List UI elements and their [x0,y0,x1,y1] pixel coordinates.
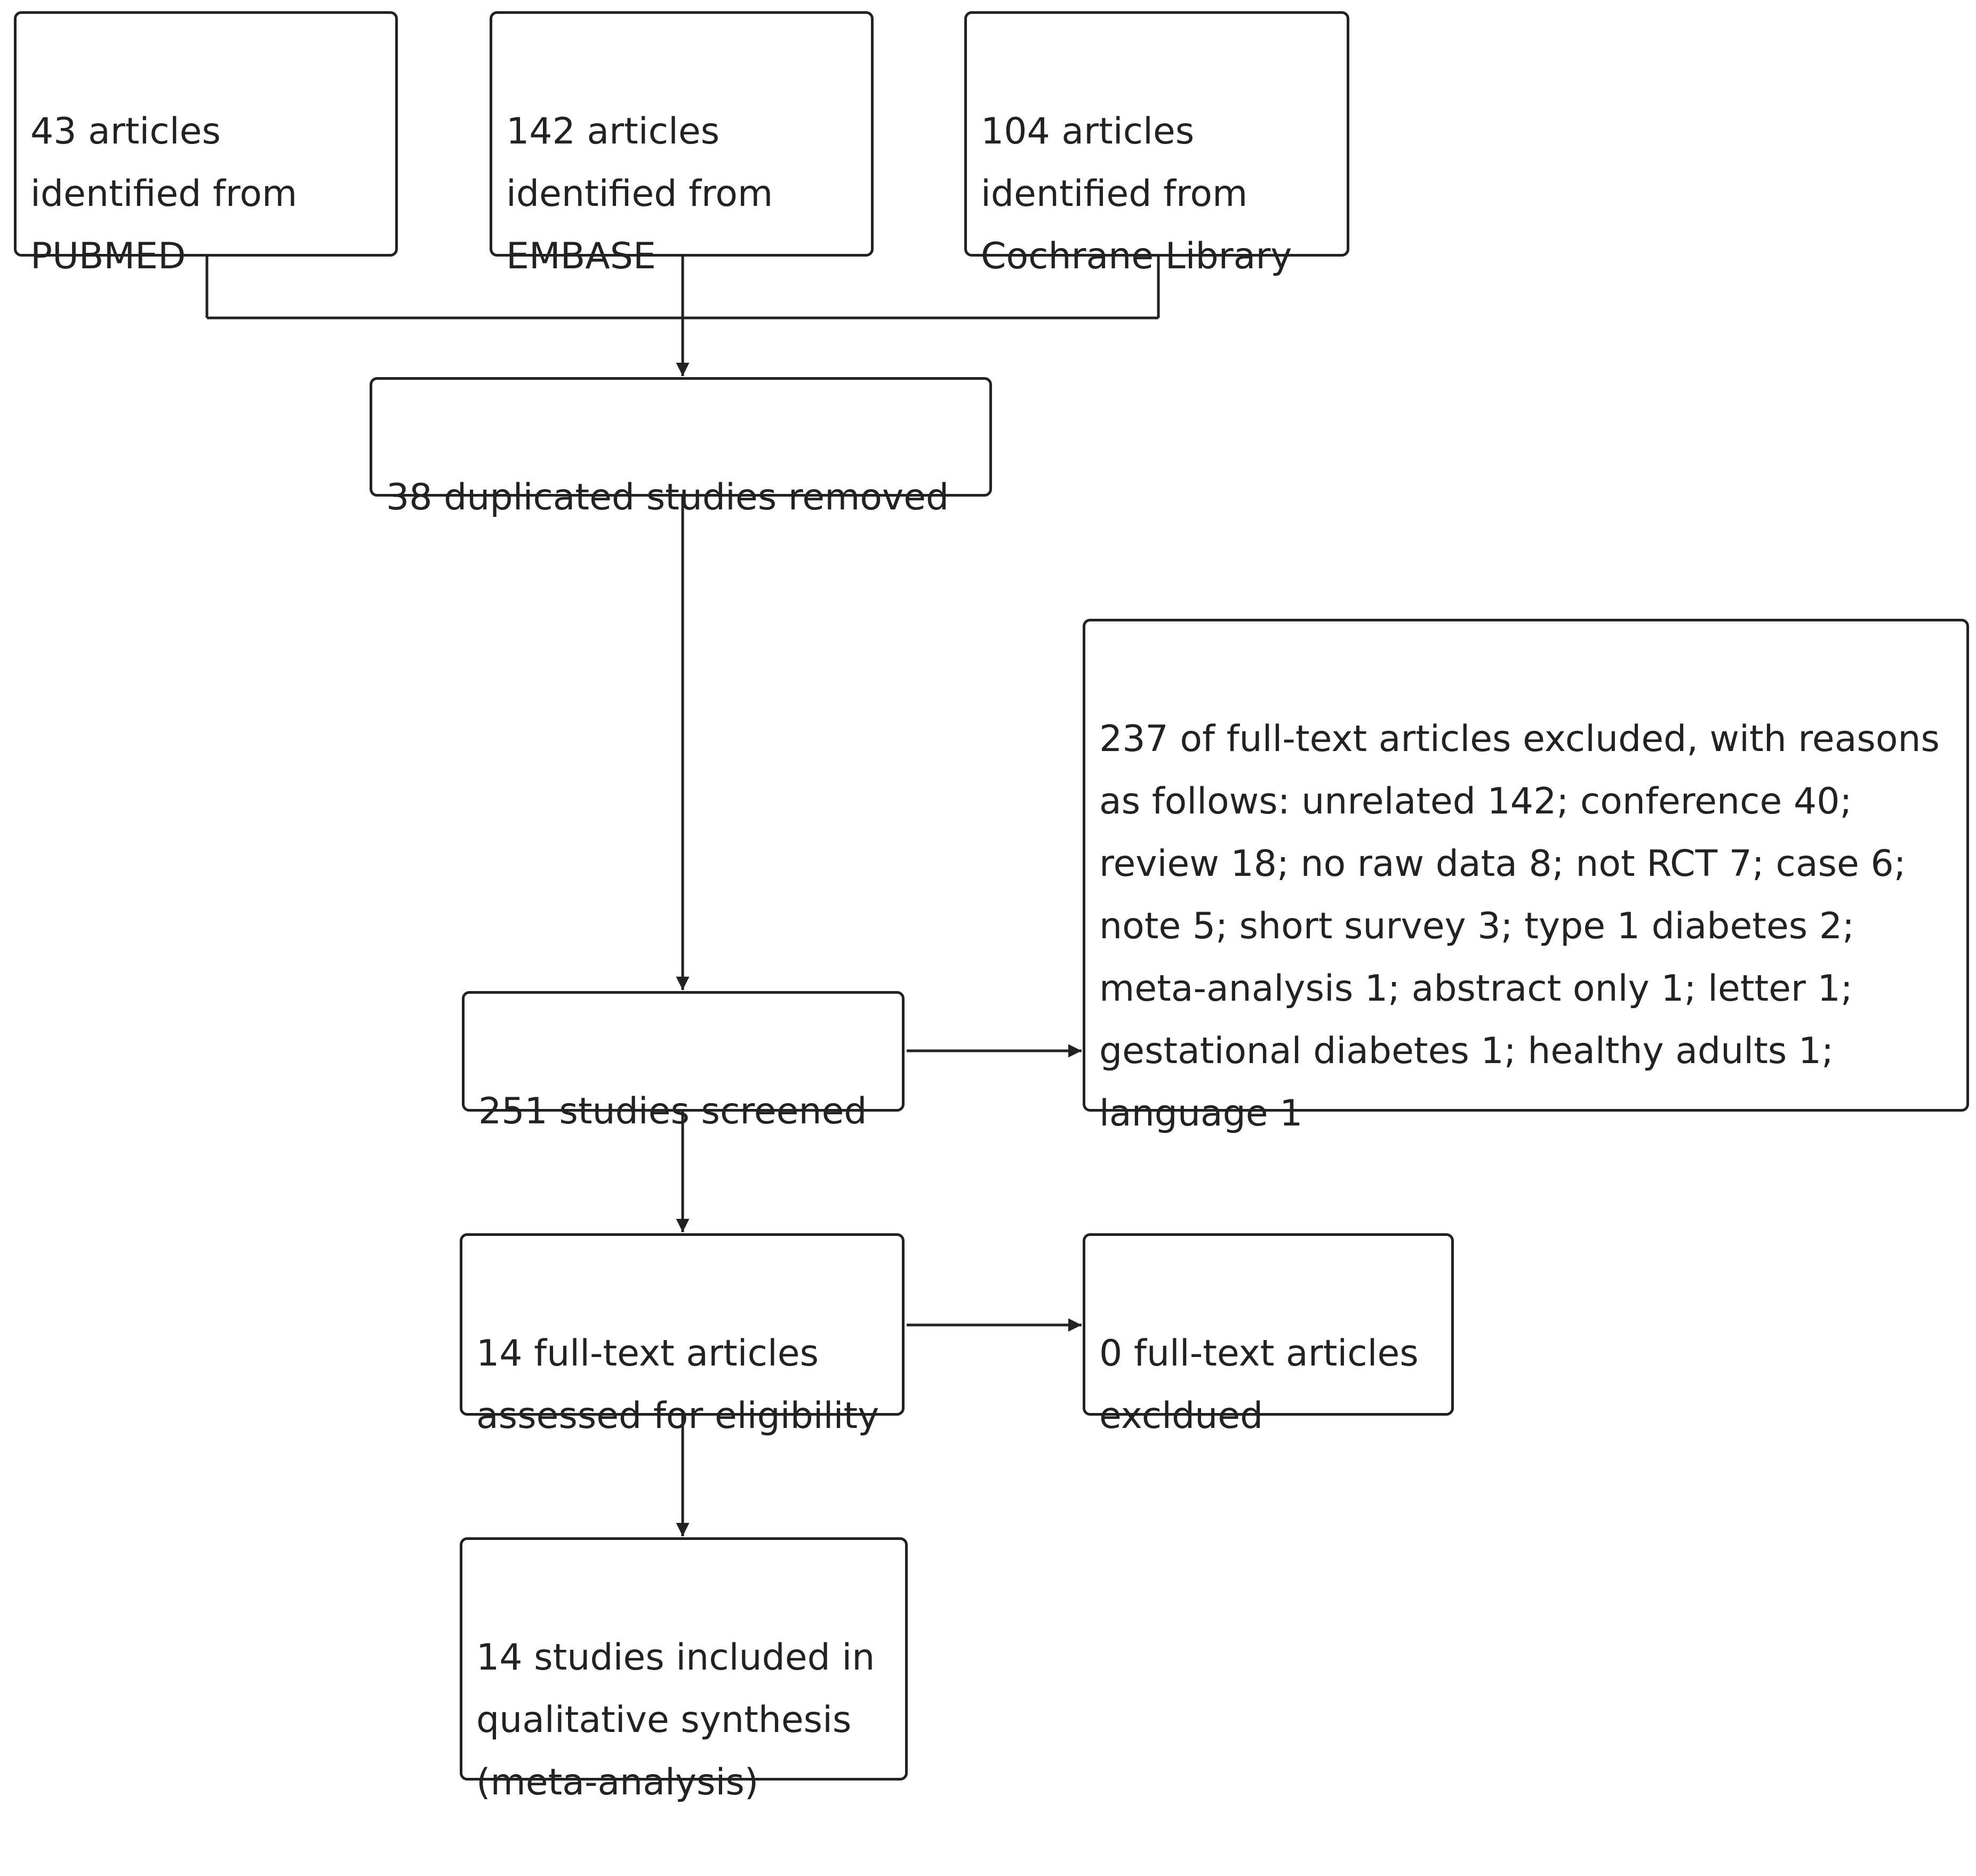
embase-source-box: 142 articles identified from EMBASE [490,11,874,277]
screening-exclusions-box: 237 of full-text articles excluded, with… [1083,619,1969,1135]
fulltext-assessed-text: 14 full-text articles assessed for eligi… [476,1332,879,1437]
studies-screened-box: 251 studies screened [462,991,905,1132]
studies-screened-text: 251 studies screened [478,1090,867,1132]
fulltext-excluded-box: 0 full-text articles excldued [1083,1233,1454,1437]
cochrane-source-text: 104 articles identified from Cochrane Li… [981,110,1292,277]
duplicates-removed-text: 38 duplicated studies removed [386,476,949,518]
duplicates-removed-box: 38 duplicated studies removed [370,377,992,518]
flow-connectors [205,257,1160,1536]
embase-source-text: 142 articles identified from EMBASE [506,110,773,277]
fulltext-assessed-box: 14 full-text articles assessed for eligi… [460,1233,905,1437]
pubmed-source-text: 43 articles identified from PUBMED [30,110,298,277]
studies-included-box: 14 studies included in qualitative synth… [460,1537,908,1803]
screening-exclusions-text: 237 of full-text articles excluded, with… [1099,718,1940,1135]
pubmed-source-box: 43 articles identified from PUBMED [14,11,398,277]
studies-included-text: 14 studies included in qualitative synth… [476,1636,875,1803]
fulltext-excluded-text: 0 full-text articles excldued [1099,1332,1419,1437]
cochrane-source-box: 104 articles identified from Cochrane Li… [964,11,1349,277]
